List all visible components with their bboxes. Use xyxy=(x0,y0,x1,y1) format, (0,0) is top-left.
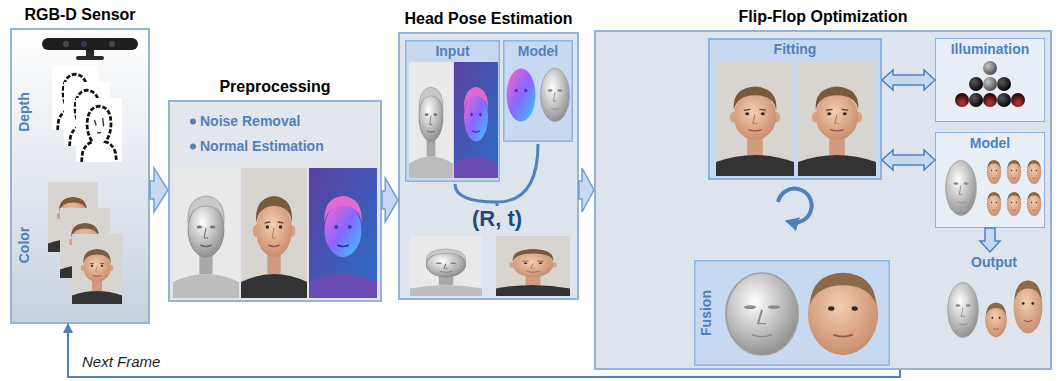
flow-arrow xyxy=(882,70,935,90)
bullet-item: Normal Estimation xyxy=(200,138,324,154)
normal-map xyxy=(309,168,377,298)
color-image xyxy=(241,168,307,298)
sensor-body xyxy=(42,38,138,50)
model-normals xyxy=(507,68,536,121)
aligned-depth xyxy=(410,236,482,296)
basis-face xyxy=(987,192,1001,216)
panel-heading: Preprocessing xyxy=(219,78,330,96)
flow-arrow xyxy=(579,168,594,212)
sub-box: Fusion xyxy=(694,260,890,366)
sphere xyxy=(983,61,997,75)
depth-frame xyxy=(76,98,122,162)
output-shape xyxy=(948,283,979,338)
sensor-lens xyxy=(63,41,69,47)
node-frame xyxy=(504,41,573,142)
basis-face xyxy=(987,160,1001,184)
flow-arrow xyxy=(382,178,398,222)
box-heading: Model xyxy=(518,43,558,59)
flow-arrow xyxy=(150,168,168,212)
sphere xyxy=(969,77,983,91)
flow-arrow xyxy=(882,150,935,170)
node-frame xyxy=(399,33,578,299)
node-frame xyxy=(936,133,1045,228)
node-frame xyxy=(406,41,500,182)
sub-box: Model xyxy=(503,40,573,142)
box-heading: Illumination xyxy=(951,41,1030,57)
flow-arrow xyxy=(980,228,1000,252)
pose-label: (R, t) xyxy=(472,206,522,231)
sphere xyxy=(983,77,997,91)
node-frame xyxy=(169,101,381,301)
model-shape xyxy=(541,68,570,121)
panel-heading: Flip-Flop Optimization xyxy=(739,8,908,26)
side-label: Fusion xyxy=(698,290,714,336)
box-heading: Fitting xyxy=(774,41,817,57)
kinect-sensor xyxy=(42,38,138,60)
box-heading: Output xyxy=(971,254,1017,270)
sphere xyxy=(1011,93,1025,107)
fused-mesh xyxy=(726,273,798,355)
node-frame xyxy=(936,39,1045,122)
stage-panel: PreprocessingNoise RemovalNormal Estimat… xyxy=(168,100,382,302)
input-normals xyxy=(454,62,498,178)
output-group: Output xyxy=(940,252,1048,366)
input-depth xyxy=(409,62,453,178)
fitting-input xyxy=(716,62,794,176)
stage-panel: RGB-D Sensor xyxy=(10,28,150,324)
fused-texture xyxy=(808,273,878,355)
bullet-dot xyxy=(190,144,196,150)
output-albedo xyxy=(985,303,1007,337)
basis-face xyxy=(1027,192,1041,216)
sphere xyxy=(983,93,997,107)
stage-panel: Flip-Flop OptimizationFittingIlluminatio… xyxy=(594,30,1052,370)
edge-label: Next Frame xyxy=(80,353,162,370)
sensor-lens xyxy=(81,41,87,47)
box-heading: Model xyxy=(970,135,1010,151)
color-frame xyxy=(72,234,122,304)
output-textured xyxy=(1014,280,1043,333)
sub-box: Illumination xyxy=(935,38,1045,122)
basis-face xyxy=(1027,160,1041,184)
side-label: Depth xyxy=(16,92,32,132)
sub-box: Model xyxy=(935,132,1045,228)
sensor-lens xyxy=(109,41,115,47)
sphere xyxy=(997,93,1011,107)
panel-heading: RGB-D Sensor xyxy=(24,6,135,24)
mean-shape xyxy=(946,161,977,216)
panel-heading: Head Pose Estimation xyxy=(404,10,572,28)
node-frame xyxy=(11,29,149,323)
iteration-arrow xyxy=(778,189,812,223)
node-frame xyxy=(709,39,881,179)
side-label: Color xyxy=(16,227,32,264)
sensor-base xyxy=(76,56,104,60)
basis-face xyxy=(1007,160,1021,184)
box-heading: Input xyxy=(435,43,469,59)
depth-image xyxy=(173,168,239,298)
fitting-result xyxy=(798,62,876,176)
bullet-dot xyxy=(190,119,196,125)
flow-arrow xyxy=(68,324,900,377)
sphere xyxy=(969,93,983,107)
sensor-stand xyxy=(86,50,94,56)
node-frame xyxy=(695,261,890,366)
brace xyxy=(455,144,538,206)
bullet-item: Noise Removal xyxy=(200,113,300,129)
sphere xyxy=(997,77,1011,91)
node-frame xyxy=(595,31,1051,369)
sh-spheres xyxy=(955,61,1025,107)
aligned-color xyxy=(496,236,570,296)
stage-panel: Head Pose EstimationInputModel xyxy=(398,32,579,300)
sphere xyxy=(955,93,969,107)
sub-box: Input xyxy=(405,40,500,182)
basis-face xyxy=(1007,192,1021,216)
sub-box: Fitting xyxy=(708,38,882,180)
